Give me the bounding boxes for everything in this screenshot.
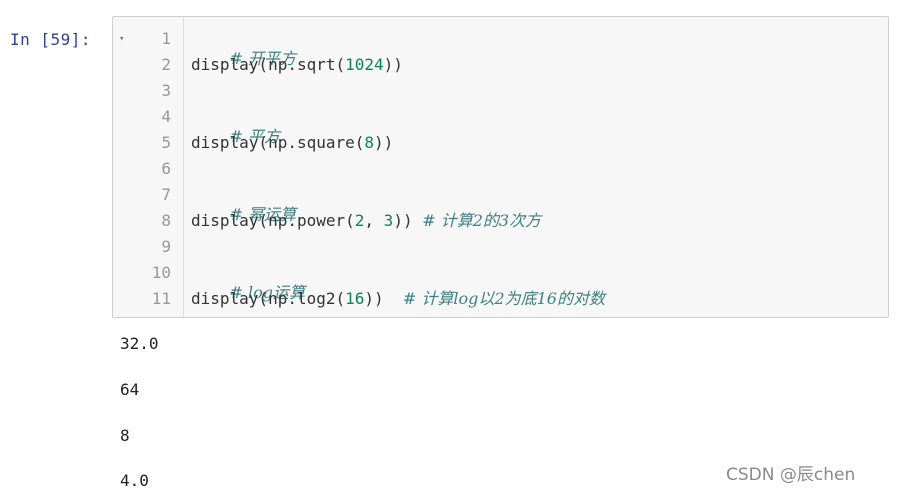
input-prompt: In [59]: bbox=[10, 30, 92, 49]
code-line-2: display(np.sqrt(1024)) bbox=[191, 55, 403, 75]
code-comment: # 平方 bbox=[229, 127, 281, 146]
line-number: 9 bbox=[161, 237, 171, 256]
code-cell[interactable]: ▾ 1 2 3 4 5 6 7 8 9 10 11 # 开平方 display(… bbox=[112, 16, 889, 318]
code-number: 3 bbox=[383, 211, 394, 230]
line-number: 11 bbox=[151, 289, 171, 308]
watermark: CSDN @辰chen bbox=[726, 465, 856, 485]
code-line-4: # 平方 bbox=[191, 107, 281, 167]
output-line: 64 bbox=[120, 380, 140, 399]
line-number: 5 bbox=[161, 133, 171, 152]
line-number: 2 bbox=[161, 55, 171, 74]
code-number: 2 bbox=[354, 211, 365, 230]
code-call: display(np.power( bbox=[191, 211, 355, 230]
line-number-gutter: 1 2 3 4 5 6 7 8 9 10 11 bbox=[113, 17, 184, 317]
code-call: display(np.log2( bbox=[191, 289, 346, 308]
line-number: 10 bbox=[151, 263, 171, 282]
code-number: 1024 bbox=[345, 55, 384, 74]
code-paren: )) bbox=[383, 55, 403, 74]
line-number: 1 bbox=[161, 29, 171, 48]
code-paren: )) bbox=[374, 133, 394, 152]
code-line-5: display(np.square(8)) bbox=[191, 133, 393, 153]
code-paren: )) bbox=[393, 211, 423, 230]
code-comment: # 计算2的3次方 bbox=[422, 211, 542, 230]
code-comment: # 计算log以2为底16的对数 bbox=[402, 289, 605, 308]
line-number: 8 bbox=[161, 211, 171, 230]
code-line-8: display(np.power(2, 3)) # 计算2的3次方 bbox=[191, 211, 541, 231]
line-number: 4 bbox=[161, 107, 171, 126]
code-comment: # 幂运算 bbox=[229, 205, 297, 224]
code-comment: # log运算 bbox=[229, 283, 306, 302]
line-number: 6 bbox=[161, 159, 171, 178]
line-number: 7 bbox=[161, 185, 171, 204]
line-number: 3 bbox=[161, 81, 171, 100]
code-line-1: # 开平方 bbox=[191, 29, 297, 89]
code-number: 8 bbox=[364, 133, 375, 152]
fold-arrow-icon[interactable]: ▾ bbox=[119, 34, 125, 44]
code-line-11: display(np.log2(16)) # 计算log以2为底16的对数 bbox=[191, 289, 605, 309]
code-line-7: # 幂运算 bbox=[191, 185, 297, 245]
output-line: 32.0 bbox=[120, 334, 159, 353]
output-line: 8 bbox=[120, 426, 130, 445]
code-separator: , bbox=[364, 211, 384, 230]
code-paren: )) bbox=[364, 289, 403, 308]
code-number: 16 bbox=[345, 289, 365, 308]
code-comment: # 开平方 bbox=[229, 49, 297, 68]
code-line-10: # log运算 bbox=[191, 263, 306, 323]
output-line: 4.0 bbox=[120, 471, 149, 490]
code-call: display(np.sqrt( bbox=[191, 55, 346, 74]
code-call: display(np.square( bbox=[191, 133, 365, 152]
